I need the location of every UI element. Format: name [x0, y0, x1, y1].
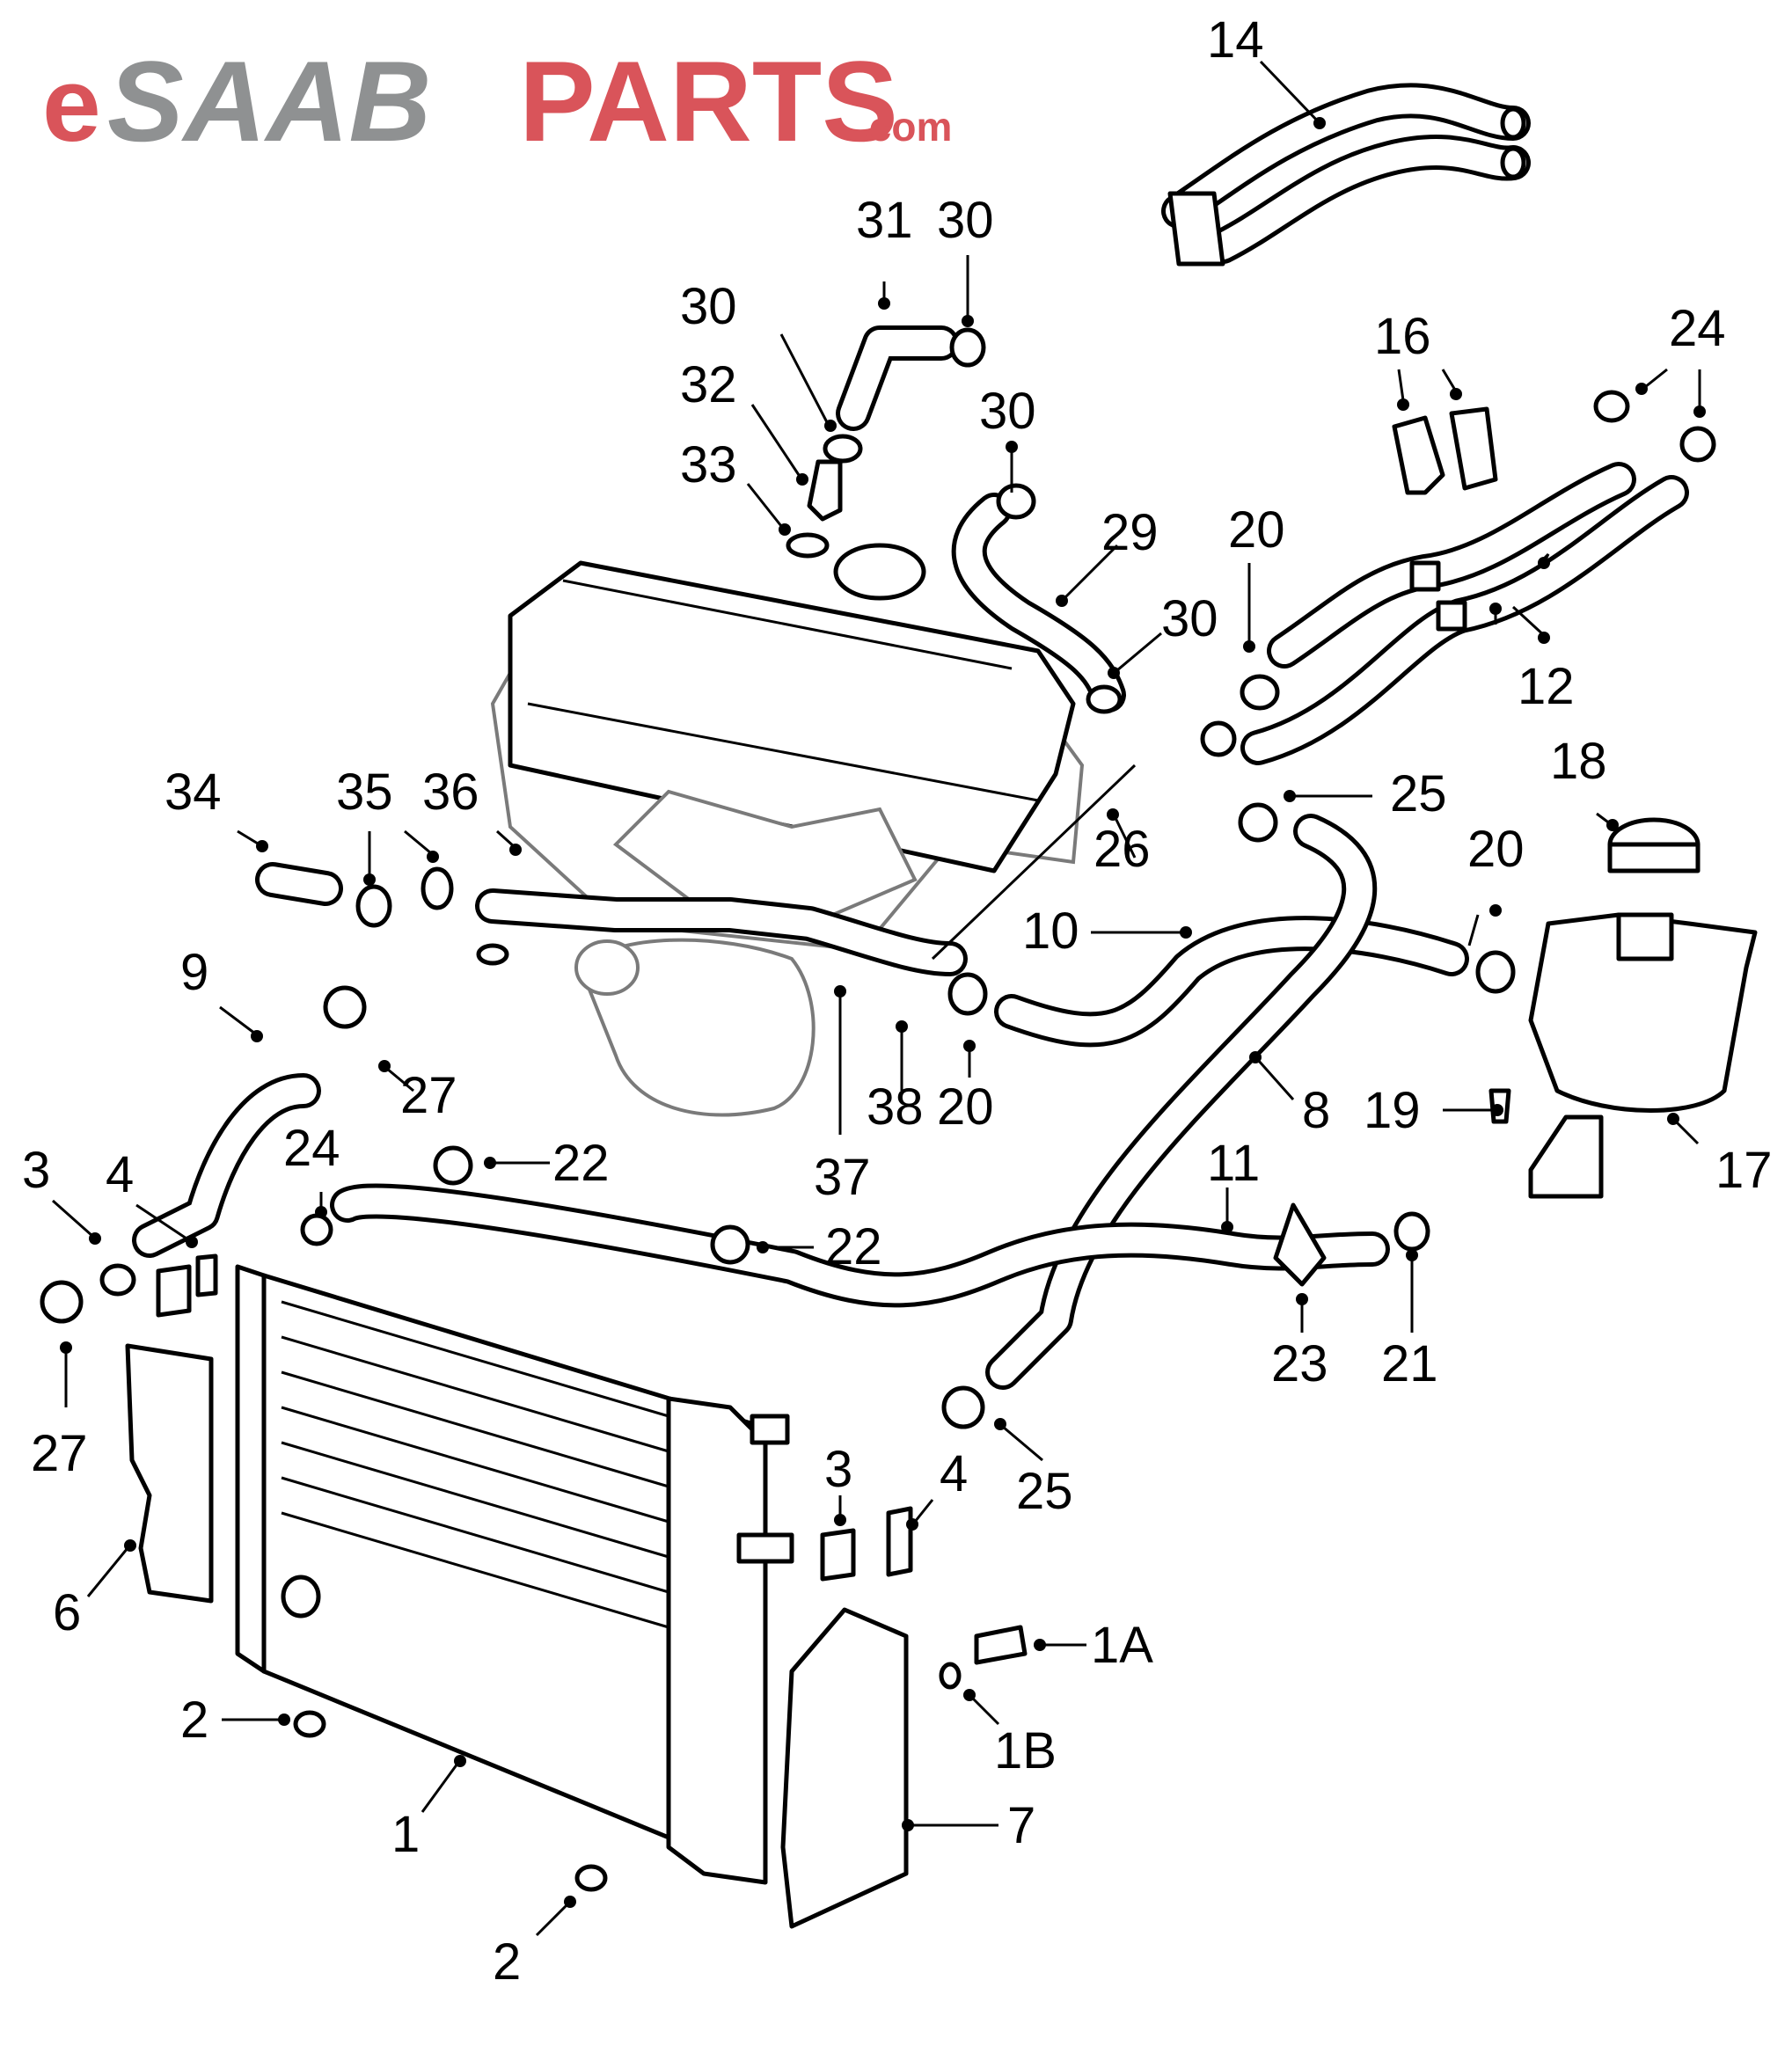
hose-clamps: [40, 327, 1716, 1429]
callout-37: 37: [814, 1149, 871, 1206]
callout-26: 26: [1093, 821, 1151, 878]
hose-holder-16: [1392, 406, 1498, 495]
engine-block: [490, 543, 1085, 1117]
radiator-1: [235, 1264, 794, 1885]
expansion-tank-17: [1488, 817, 1758, 1199]
callout-14: 14: [1207, 11, 1264, 69]
callout-24: 24: [283, 1120, 340, 1177]
callout-32: 32: [680, 356, 737, 413]
pipe-37-38: [475, 764, 1137, 976]
callout-29: 29: [1101, 504, 1159, 561]
callout-30: 30: [937, 192, 994, 249]
callout-33: 33: [680, 436, 737, 493]
callout-3: 3: [824, 1441, 852, 1498]
callout-27: 27: [31, 1425, 88, 1482]
callout-36: 36: [422, 764, 479, 821]
callout-38: 38: [867, 1078, 924, 1136]
callout-20: 20: [1228, 501, 1285, 559]
callout-17: 17: [1715, 1142, 1773, 1199]
callout-labels: 14 31 30 30 16 24 32 30 33 29 20 30 12 1…: [22, 11, 1773, 1991]
callout-18: 18: [1550, 733, 1607, 790]
callout-30: 30: [979, 383, 1036, 440]
callout-10: 10: [1022, 902, 1079, 960]
logo-com: .com: [858, 104, 952, 150]
callout-19: 19: [1364, 1082, 1421, 1139]
heater-hose-assembly-14: [1161, 83, 1531, 267]
callout-1A: 1A: [1091, 1617, 1153, 1674]
hose-34: [255, 862, 509, 966]
callout-30: 30: [1161, 590, 1218, 647]
callout-22: 22: [825, 1218, 882, 1275]
callout-1: 1: [391, 1806, 420, 1863]
callout-25: 25: [1390, 765, 1447, 822]
callout-20: 20: [937, 1078, 994, 1136]
callout-22: 22: [552, 1135, 610, 1192]
callout-25: 25: [1016, 1463, 1073, 1520]
small-parts: [99, 1253, 1028, 1892]
callout-6: 6: [53, 1584, 81, 1641]
callout-4: 4: [940, 1445, 968, 1502]
callout-9: 9: [180, 944, 208, 1001]
hose-10: [994, 916, 1469, 1048]
callout-16: 16: [1374, 308, 1431, 365]
leader-lines: [52, 60, 1706, 1937]
callout-8: 8: [1302, 1082, 1330, 1139]
callout-2: 2: [180, 1692, 208, 1749]
hose-29: [951, 493, 1126, 712]
callout-30: 30: [680, 278, 737, 335]
heater-pipes-12: [1240, 462, 1689, 765]
logo-e: e: [42, 46, 101, 164]
logo-parts: PARTS: [519, 37, 898, 165]
callout-21: 21: [1381, 1335, 1438, 1392]
esaabparts-logo[interactable]: e SAAB PARTS .com: [42, 37, 952, 165]
logo-saab: SAAB: [107, 37, 431, 165]
callout-3: 3: [22, 1142, 50, 1199]
side-cover-7: [780, 1607, 909, 1929]
callout-27: 27: [400, 1067, 457, 1124]
hose-9: [132, 1073, 321, 1258]
callout-31: 31: [856, 192, 913, 249]
callout-11: 11: [1207, 1135, 1260, 1192]
callout-2: 2: [493, 1933, 521, 1991]
callout-20: 20: [1467, 821, 1525, 878]
callout-1B: 1B: [994, 1722, 1057, 1779]
callout-23: 23: [1271, 1335, 1328, 1392]
callout-12: 12: [1518, 658, 1575, 715]
callout-35: 35: [336, 764, 393, 821]
callout-7: 7: [1007, 1797, 1035, 1854]
side-cover-6: [125, 1343, 214, 1604]
callout-34: 34: [165, 764, 222, 821]
callout-4: 4: [106, 1146, 134, 1203]
callout-24: 24: [1669, 300, 1726, 357]
hose-31: [786, 325, 959, 559]
hose-11: [330, 1183, 1390, 1308]
